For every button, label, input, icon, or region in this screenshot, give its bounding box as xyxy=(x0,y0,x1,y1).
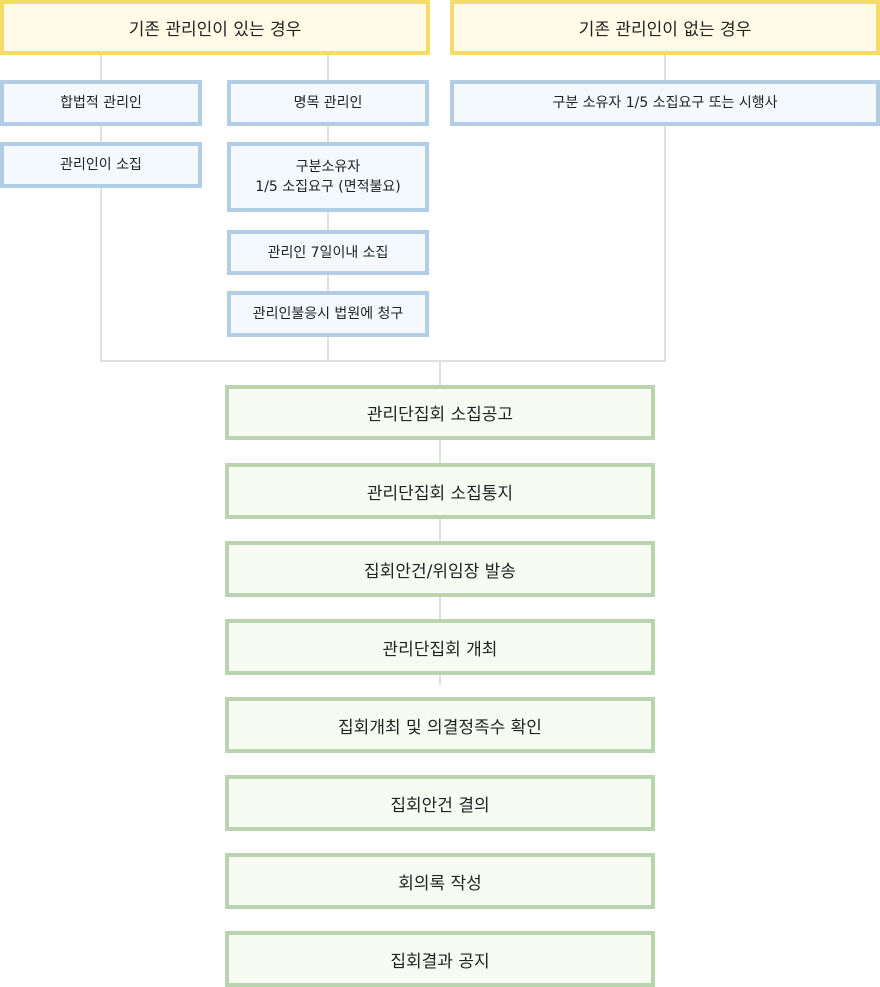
connector-line-horizontal xyxy=(100,360,666,362)
header-with-manager: 기존 관리인이 있는 경우 xyxy=(0,0,430,55)
connector-line-left xyxy=(100,54,102,362)
step-hold-meeting: 관리단집회 개최 xyxy=(225,619,655,675)
header-without-manager: 기존 관리인이 없는 경우 xyxy=(450,0,880,55)
owner-request-box: 구분소유자 1/5 소집요구 (면적불요) xyxy=(227,142,429,212)
step-write-minutes: 회의록 작성 xyxy=(225,853,655,909)
right-owner-request-box: 구분 소유자 1/5 소집요구 또는 시행사 xyxy=(450,80,880,126)
connector-line-center xyxy=(439,360,441,685)
legal-manager-box: 합법적 관리인 xyxy=(0,80,202,126)
nominal-manager-box: 명목 관리인 xyxy=(227,80,429,126)
court-request-box: 관리인불응시 법원에 청구 xyxy=(227,291,429,337)
step-send-agenda-proxy: 집회안건/위임장 발송 xyxy=(225,541,655,597)
convene-within-7-days-box: 관리인 7일이내 소집 xyxy=(227,230,429,275)
step-convene-notice-public: 관리단집회 소집공고 xyxy=(225,385,655,440)
step-check-quorum: 집회개최 및 의결정족수 확인 xyxy=(225,697,655,753)
step-convene-notice-individual: 관리단집회 소집통지 xyxy=(225,463,655,519)
connector-line-right xyxy=(664,54,666,362)
manager-convene-box: 관리인이 소집 xyxy=(0,142,202,188)
step-resolve-agenda: 집회안건 결의 xyxy=(225,775,655,831)
step-announce-results: 집회결과 공지 xyxy=(225,931,655,987)
